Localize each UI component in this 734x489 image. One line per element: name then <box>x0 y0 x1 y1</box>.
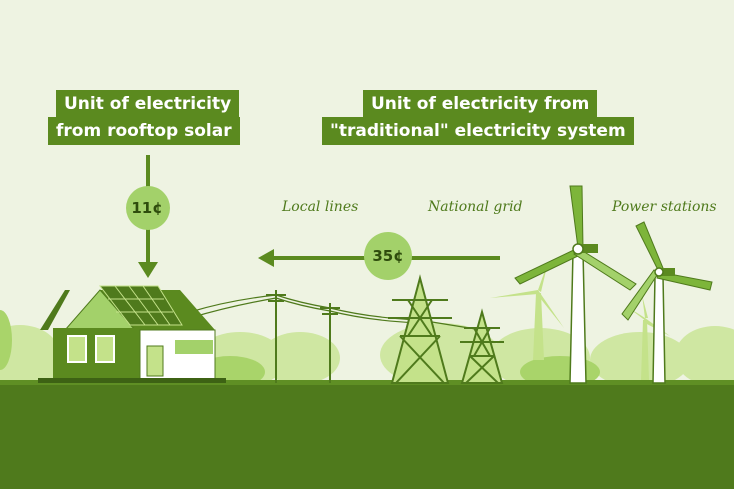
grid-price-badge <box>364 232 412 280</box>
solar-panel-icon <box>98 285 183 326</box>
national-grid-label: National grid <box>428 199 523 215</box>
solar-title-line-2: from rooftop solar <box>48 117 240 145</box>
local-lines-label: Local lines <box>282 199 359 215</box>
grid-price: 35¢ <box>372 247 404 265</box>
transmission-tower-icon <box>460 308 504 384</box>
ground-edge <box>0 380 734 385</box>
wind-turbine-icon <box>514 185 637 384</box>
power-pole-icon <box>320 303 340 383</box>
solar-price: 11¢ <box>131 199 163 217</box>
ground <box>0 383 734 489</box>
solar-title-line-1: Unit of electricity <box>56 90 240 118</box>
power-pole-icon <box>266 290 286 383</box>
grid-title-line-1: Unit of electricity from <box>363 90 598 118</box>
power-stations-label: Power stations <box>612 199 717 215</box>
solar-price-badge <box>126 186 170 230</box>
grid-title-line-2: "traditional" electricity system <box>322 117 634 145</box>
transmission-tower-icon <box>388 274 452 384</box>
wind-turbine-icon <box>621 221 713 384</box>
